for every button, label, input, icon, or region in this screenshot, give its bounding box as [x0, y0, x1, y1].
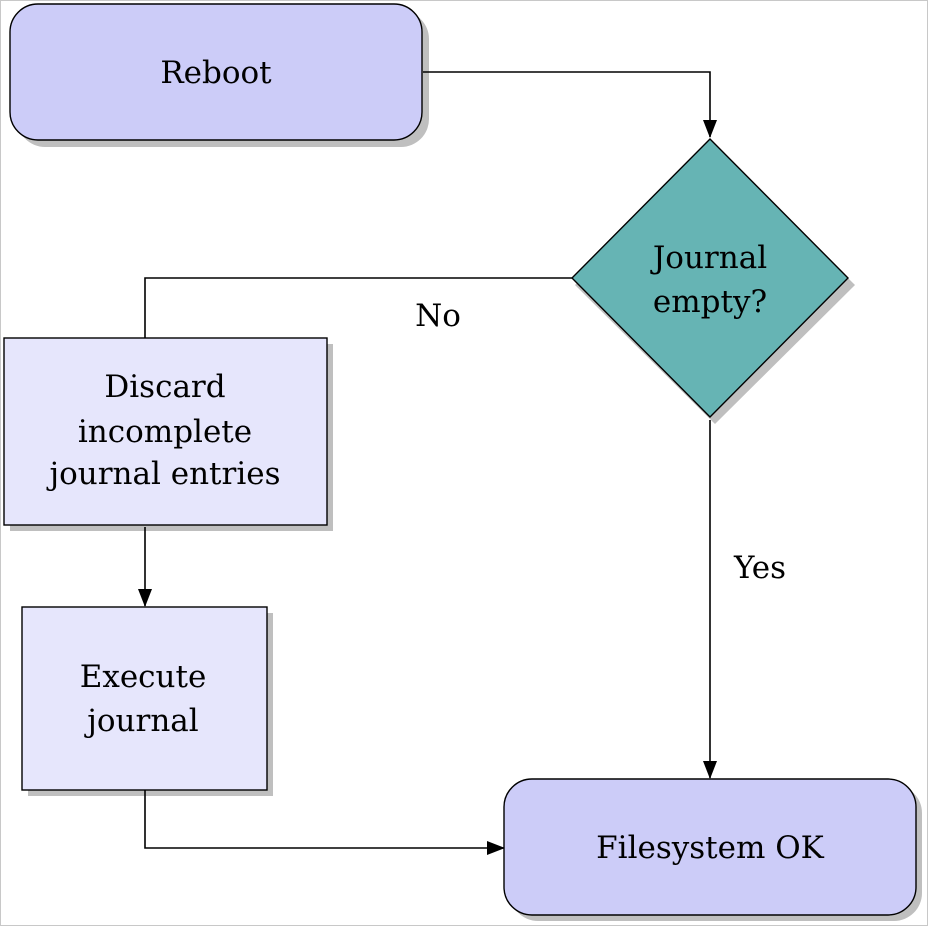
- no-label: No: [415, 298, 461, 334]
- node-execute-label-line-2: journal: [84, 703, 198, 739]
- node-discard-label-line-2: incomplete: [78, 414, 252, 450]
- node-filesystem: Filesystem OK: [503, 778, 917, 916]
- edge-reboot-to-decision: [423, 71, 717, 138]
- node-decision-label-line-2: empty?: [653, 284, 767, 320]
- node-execute: Execute journal: [21, 606, 268, 791]
- node-decision-label-line-1: Journal: [650, 240, 767, 276]
- node-discard: Discard incomplete journal entries: [3, 337, 328, 526]
- node-execute-shape: [21, 606, 268, 791]
- node-reboot-shape: [9, 3, 423, 141]
- node-decision-shape: [571, 138, 849, 418]
- node-reboot-label: Reboot: [160, 55, 272, 91]
- node-discard-shape: [3, 337, 328, 526]
- node-filesystem-label: Filesystem OK: [596, 830, 824, 866]
- edge-execute-to-filesystem: [144, 790, 505, 855]
- yes-label: Yes: [733, 550, 786, 586]
- node-execute-label-line-1: Execute: [80, 659, 207, 695]
- node-discard-label-line-3: journal entries: [46, 456, 280, 492]
- edge-decision-no-to-discard: [144, 277, 573, 338]
- edges: [138, 71, 717, 855]
- node-decision: Journal empty?: [571, 138, 849, 418]
- node-discard-label-line-1: Discard: [104, 369, 225, 405]
- node-reboot: Reboot: [9, 3, 423, 141]
- node-filesystem-shape: [503, 778, 917, 916]
